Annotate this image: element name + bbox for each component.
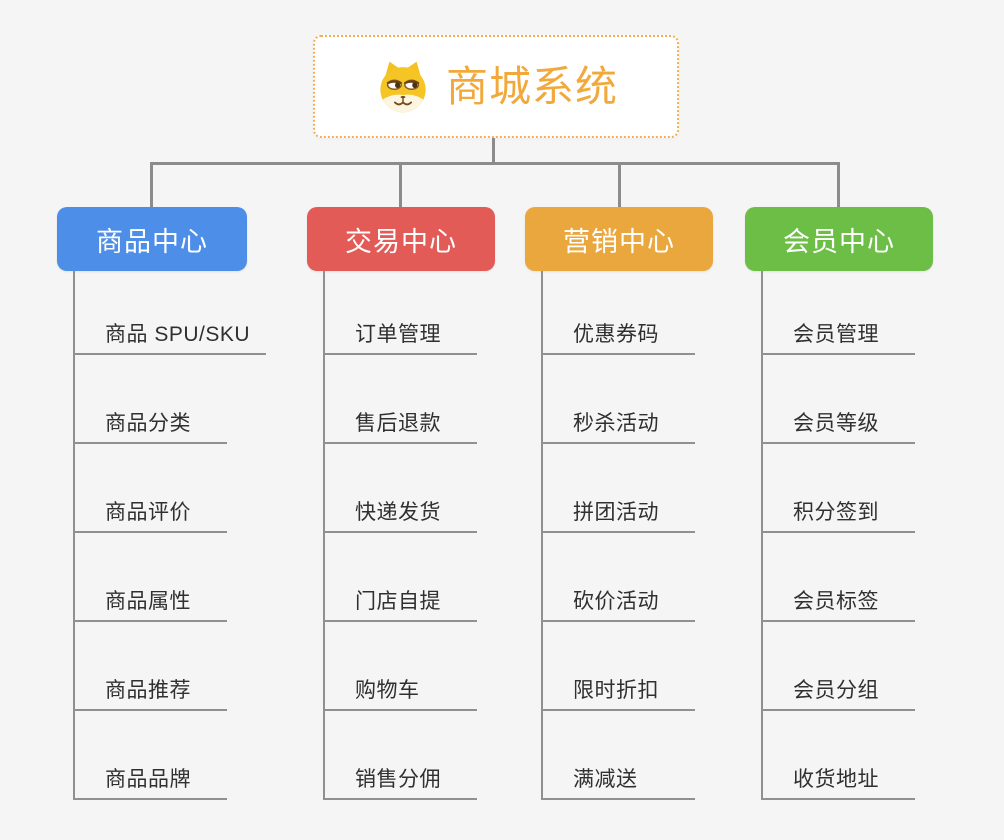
branch-children: 订单管理售后退款快递发货门店自提购物车销售分佣 xyxy=(323,271,477,800)
child-node[interactable]: 快递发货 xyxy=(325,444,477,533)
branch: 交易中心 订单管理售后退款快递发货门店自提购物车销售分佣 xyxy=(307,207,507,800)
connector-root-stem xyxy=(492,138,495,165)
branch-header[interactable]: 商品中心 xyxy=(57,207,247,271)
child-node[interactable]: 门店自提 xyxy=(325,533,477,622)
branch-label: 会员中心 xyxy=(783,226,895,257)
connector-drop-line xyxy=(399,162,402,208)
branch-children: 会员管理会员等级积分签到会员标签会员分组收货地址 xyxy=(761,271,915,800)
child-node[interactable]: 会员管理 xyxy=(763,271,915,355)
child-node[interactable]: 会员标签 xyxy=(763,533,915,622)
child-node[interactable]: 销售分佣 xyxy=(325,711,477,800)
shiba-dog-icon xyxy=(374,58,432,116)
child-node[interactable]: 砍价活动 xyxy=(543,533,695,622)
child-node[interactable]: 商品评价 xyxy=(75,444,227,533)
connector-drop-line xyxy=(150,162,153,208)
child-node[interactable]: 商品属性 xyxy=(75,533,227,622)
child-node[interactable]: 购物车 xyxy=(325,622,477,711)
branch: 营销中心 优惠券码秒杀活动拼团活动砍价活动限时折扣满减送 xyxy=(525,207,725,800)
child-node[interactable]: 收货地址 xyxy=(763,711,915,800)
child-node[interactable]: 积分签到 xyxy=(763,444,915,533)
connector-drop-line xyxy=(618,162,621,208)
branch-header[interactable]: 会员中心 xyxy=(745,207,933,271)
branch-label: 交易中心 xyxy=(345,226,457,257)
child-node[interactable]: 订单管理 xyxy=(325,271,477,355)
root-node[interactable]: 商城系统 xyxy=(313,35,679,138)
child-node[interactable]: 拼团活动 xyxy=(543,444,695,533)
child-node[interactable]: 商品推荐 xyxy=(75,622,227,711)
child-node[interactable]: 会员等级 xyxy=(763,355,915,444)
connector-drop-line xyxy=(837,162,840,208)
child-node[interactable]: 优惠券码 xyxy=(543,271,695,355)
root-title: 商城系统 xyxy=(445,62,618,110)
branch-label: 营销中心 xyxy=(563,226,675,257)
branch-header[interactable]: 营销中心 xyxy=(525,207,713,271)
branch-header[interactable]: 交易中心 xyxy=(307,207,495,271)
child-node[interactable]: 会员分组 xyxy=(763,622,915,711)
child-node[interactable]: 商品分类 xyxy=(75,355,227,444)
child-node[interactable]: 商品 SPU/SKU xyxy=(75,271,267,355)
child-node[interactable]: 秒杀活动 xyxy=(543,355,695,444)
child-node[interactable]: 售后退款 xyxy=(325,355,477,444)
child-node[interactable]: 满减送 xyxy=(543,711,695,800)
child-node[interactable]: 限时折扣 xyxy=(543,622,695,711)
connector-horizontal-line xyxy=(150,162,840,165)
branch-children: 优惠券码秒杀活动拼团活动砍价活动限时折扣满减送 xyxy=(541,271,695,800)
branch: 会员中心 会员管理会员等级积分签到会员标签会员分组收货地址 xyxy=(745,207,945,800)
child-node[interactable]: 商品品牌 xyxy=(75,711,227,800)
branch-label: 商品中心 xyxy=(96,226,208,257)
